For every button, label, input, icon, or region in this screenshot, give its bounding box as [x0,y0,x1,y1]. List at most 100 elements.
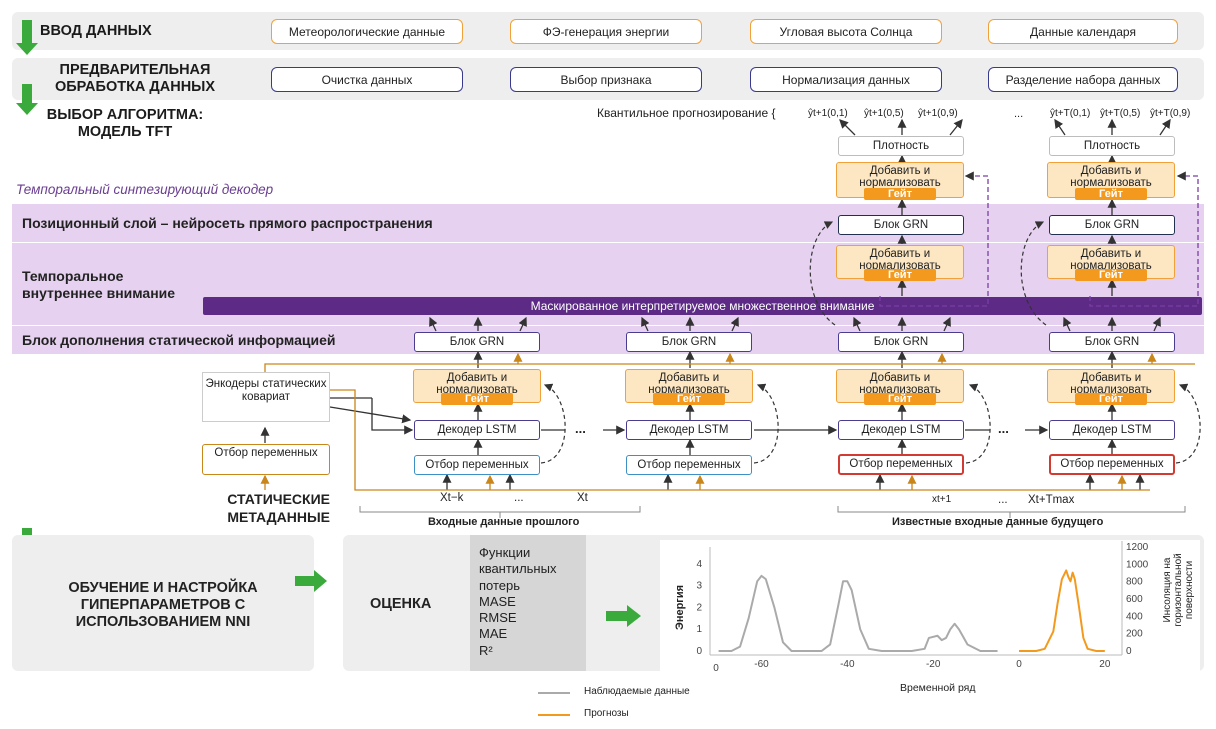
x-tick-label: -40 [840,659,855,670]
quantile-label: Квантильное прогнозирование { [597,106,776,120]
quantile-2-high: ŷt+T(0,9) [1150,108,1191,119]
metric-item: R² [479,642,493,658]
positional-layer-band [12,204,1204,242]
add-norm-label: Добавить и нормализовать [859,165,941,189]
grn-enrichment-3: Блок GRN [838,332,964,352]
metric-item: MAE [479,626,508,642]
preprocessing-item-split: Разделение набора данных [988,67,1178,92]
grn-enrichment-1: Блок GRN [414,332,540,352]
lstm-4: Декодер LSTM [1049,420,1175,440]
x-past-end: Xt [577,492,588,504]
y-right-tick-label: 1000 [1126,559,1149,570]
metrics-list: Функции квантильных потерь MASE RMSE MAE… [479,545,556,659]
metric-item: Функции [479,545,531,560]
lstm-3: Декодер LSTM [838,420,964,440]
preprocessing-item-cleaning: Очистка данных [271,67,463,92]
static-enrichment-label: Блок дополнения статической информацией [22,332,336,348]
metric-item: квантильных [479,561,557,577]
metric-item: MASE [479,593,516,609]
metric-item: RMSE [479,610,517,626]
preprocessing-row-title: ПРЕДВАРИТЕЛЬНАЯ ОБРАБОТКА ДАННЫХ [54,62,216,95]
input-row-title: ВВОД ДАННЫХ [40,23,152,39]
metric-item: потерь [479,577,521,593]
var-selection-future-2: Отбор переменных [1049,454,1175,475]
legend-observed-label: Наблюдаемые данные [584,686,690,697]
green-down-arrow-2 [16,84,38,120]
var-selection-future-1: Отбор переменных [838,454,964,475]
lstm-2: Декодер LSTM [626,420,752,440]
x-tick-label: -60 [754,659,769,670]
lstm-dots-1: ... [575,421,586,436]
chart-y-label: Энергия [674,584,686,630]
chart-x-label: Временной ряд [900,682,976,694]
x-tick-label-left: 0 [713,663,719,674]
training-panel [12,535,314,671]
algorithm-row-title: ВЫБОР АЛГОРИТМА: МОДЕЛЬ TFT [46,107,204,140]
static-metadata-label: СТАТИЧЕСКИЕ МЕТАДАННЫЕ [227,491,330,525]
density-box-1: Плотность [838,136,964,156]
input-item-calendar: Данные календаря [988,19,1178,44]
grn-enrichment-2: Блок GRN [626,332,752,352]
legend-forecast-label: Прогнозы [584,708,629,719]
preprocessing-item-feature: Выбор признака [510,67,702,92]
lstm-1: Декодер LSTM [414,420,540,440]
lstm-dots-2: ... [998,421,1009,436]
y-tick-label: 1 [696,624,702,635]
gate-top-2: Гейт [1075,188,1147,200]
training-label: ОБУЧЕНИЕ И НАСТРОЙКА ГИПЕРПАРАМЕТРОВ С И… [68,580,258,630]
preprocessing-item-normalization: Нормализация данных [750,67,942,92]
quantile-2-low: ŷt+T(0,1) [1050,108,1091,119]
gate-low-3: Гейт [864,393,936,405]
x-past-start: Xt−k [440,492,464,504]
y-right-tick-label: 0 [1126,646,1132,657]
y-right-tick-label: 400 [1126,611,1143,622]
future-inputs-label: Известные входные данные будущего [892,516,1104,528]
density-box-2: Плотность [1049,136,1175,156]
chart-y-right-label: Инсоляция на горизонтальной поверхности [1162,553,1195,627]
green-down-arrow-1 [16,20,38,56]
gate-top-1: Гейт [864,188,936,200]
legend-forecast-swatch [538,714,570,716]
y-right-tick-label: 1200 [1126,542,1149,553]
y-tick-label: 2 [696,602,702,613]
quantile-ellipsis: ... [1014,108,1024,120]
input-item-pv: ФЭ-генерация энергии [510,19,702,44]
grn-enrichment-4: Блок GRN [1049,332,1175,352]
gate-low-4: Гейт [1075,393,1147,405]
forecast-series-line [1019,569,1105,652]
quantile-2-mid: ŷt+T(0,5) [1100,108,1141,119]
observed-series-line [718,574,998,652]
x-future-ellipsis: ... [998,494,1008,506]
var-selection-past-2: Отбор переменных [626,455,752,475]
gate-mid-2: Гейт [1075,269,1147,281]
x-future-end: Xt+Tmax [1028,494,1075,506]
var-selection-past-1: Отбор переменных [414,455,540,475]
add-norm-label: Добавить и нормализовать [1070,165,1152,189]
static-covariate-encoders: Энкодеры статических ковариат [202,372,330,422]
grn-positional-2: Блок GRN [1049,215,1175,235]
input-item-meteo: Метеорологические данные [271,19,463,44]
quantile-1-low: ŷt+1(0,1) [808,108,848,119]
green-right-arrow-2 [606,605,642,627]
x-past-ellipsis: ... [514,492,524,504]
positional-layer-label: Позиционный слой – нейросеть прямого рас… [22,215,433,231]
input-item-sun: Угловая высота Солнца [750,19,942,44]
decoder-title: Темпоральный синтезирующий декодер [16,182,274,197]
quantile-1-high: ŷt+1(0,9) [918,108,958,119]
x-future-start: xt+1 [932,494,952,505]
y-tick-label: 3 [696,581,702,592]
evaluation-label: ОЦЕНКА [370,596,432,612]
x-tick-label: 20 [1099,659,1111,670]
gate-low-2: Гейт [653,393,725,405]
metrics-panel [470,535,586,671]
y-tick-label: 0 [696,646,702,657]
temporal-attention-label: Темпоральное внутреннее внимание [22,268,176,301]
static-var-selection: Отбор переменных [202,444,330,475]
masked-attention-bar: Маскированное интерпретируемое множестве… [203,297,1202,315]
quantile-1-mid: ŷt+1(0,5) [864,108,904,119]
x-tick-label: 0 [1016,659,1022,670]
x-tick-label: -20 [926,659,941,670]
